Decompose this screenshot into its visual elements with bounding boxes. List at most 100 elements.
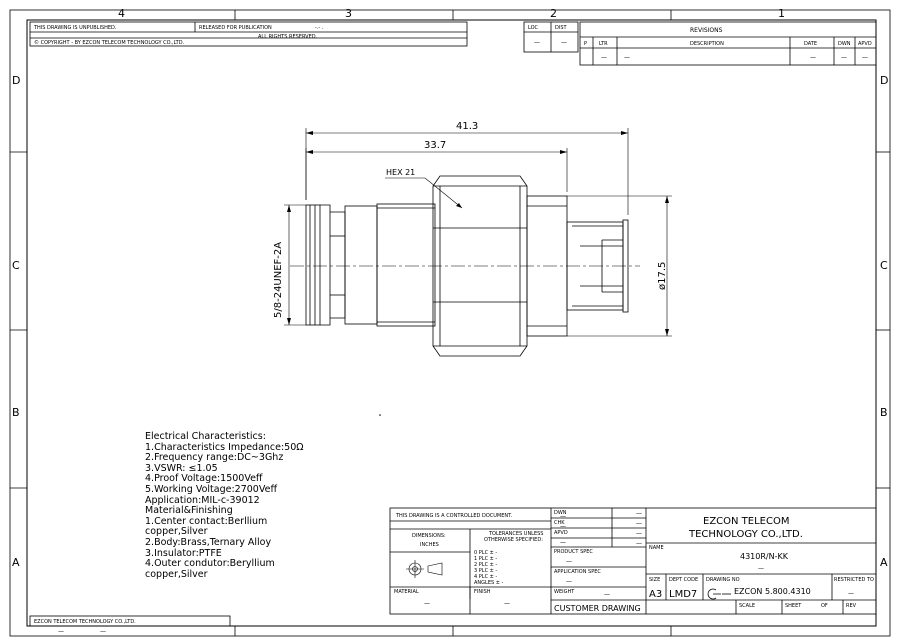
zone-label-right-d: D — [880, 74, 888, 87]
outer-border — [9, 9, 891, 637]
weight-value: — — [604, 591, 610, 598]
rev-col-ltr: LTR — [599, 41, 608, 47]
note-line: 2.Body:Brass,Ternary Alloy — [145, 536, 272, 548]
zone-label-right-c: C — [880, 259, 888, 272]
unpublished-text: THIS DRAWING IS UNPUBLISHED. — [33, 25, 117, 31]
product-spec-label: PRODUCT SPEC — [554, 549, 593, 555]
note-line: Material&Finishing — [145, 505, 233, 517]
dimension-body-text: 33.7 — [424, 140, 446, 151]
hex-leader — [385, 177, 463, 209]
finish-value: — — [504, 600, 510, 607]
apvd-label: APVD — [554, 530, 568, 536]
chk-label: CHK — [554, 520, 565, 526]
hex-label: HEX 21 — [386, 168, 415, 177]
dimension-overall-text: 41.3 — [456, 121, 478, 132]
zone-label-left-a: A — [12, 556, 20, 569]
footer-block — [29, 615, 231, 627]
dimension-thread — [284, 204, 306, 326]
note-line: 1.Center contact:Berllium — [145, 515, 268, 527]
revisions-title: REVISIONS — [690, 27, 723, 34]
note-line: Electrical Characteristics: — [145, 431, 266, 442]
footer-company: EZCON TELECOM TECHNOLOGY CO.,LTD. — [34, 619, 136, 625]
sheet-label: SHEET — [785, 603, 802, 609]
zone-label-right-a: A — [880, 556, 888, 569]
ezcon-logo-icon — [707, 588, 731, 600]
dimension-overall — [305, 128, 629, 215]
dept-code-label: DEPT CODE — [669, 577, 698, 583]
chk-date-value: — — [636, 520, 642, 527]
scale-label: SCALE — [739, 603, 755, 609]
zone-label-left-b: B — [12, 406, 20, 419]
tol-row-0: 0 PLC ± - — [474, 550, 497, 556]
customer-drawing-text: CUSTOMER DRAWING — [554, 604, 641, 613]
tol-row-angles: ANGLES ± - — [474, 580, 504, 586]
apvd-value: — — [560, 539, 566, 546]
zone-label-left-d: D — [12, 74, 20, 87]
released-value: -.- . — [315, 25, 324, 31]
note-line: copper,Silver — [145, 526, 208, 538]
note-line: 4.Proof Voltage:1500Veff — [145, 473, 263, 485]
drawing-no-label: DRAWING NO — [706, 577, 740, 583]
hex-leader-arrow — [456, 203, 462, 208]
size-value: A3 — [649, 589, 662, 600]
weight-label: WEIGHT — [554, 589, 575, 595]
dist-value: — — [561, 39, 567, 46]
rev-col-dwn: DWN — [838, 41, 851, 47]
rev-row-dwn: — — [841, 54, 847, 61]
zone-label-left-c: C — [12, 259, 20, 272]
released-text: RELEASED FOR PUBLICATION — [199, 25, 272, 31]
tol-row-2: 2 PLC ± - — [474, 562, 497, 568]
zone-label-right-b: B — [880, 406, 888, 419]
part-name: 4310R/N-KK — [740, 552, 789, 561]
rights-text: ALL RIGHTS RESERVED. — [258, 34, 318, 40]
dist-label: DIST — [555, 25, 567, 31]
material-value: — — [424, 600, 430, 607]
rev-row-ltr: — — [601, 54, 607, 61]
of-label: OF — [821, 603, 828, 609]
restricted-to-value: — — [848, 590, 854, 597]
product-spec-value: — — [566, 558, 572, 565]
company-name-line2: TECHNOLOGY CO.,LTD. — [688, 529, 803, 540]
dwn-date-value: — — [636, 510, 642, 517]
dwn-label: DWN — [554, 510, 567, 516]
tolerances-label-2: OTHERWISE SPECIFIED: — [484, 537, 543, 543]
zone-label-top-1: 1 — [778, 7, 785, 20]
footer-dash-2: — — [100, 628, 106, 635]
zone-label-top-3: 3 — [345, 7, 352, 20]
controlled-document-text: THIS DRAWING IS A CONTROLLED DOCUMENT. — [395, 513, 513, 519]
apvd-date-value-2: — — [636, 540, 642, 547]
projection-symbol-icon — [406, 560, 443, 578]
stray-dot — [379, 414, 381, 416]
note-line: copper,Silver — [145, 568, 208, 580]
rev-col-apvd: APVD — [858, 41, 872, 47]
zone-label-top-4: 4 — [118, 7, 125, 20]
finish-label: FINISH — [474, 589, 491, 595]
dept-code-value: LMD7 — [669, 589, 697, 600]
company-name-line1: EZCON TELECOM — [703, 516, 789, 527]
rev-label: REV — [846, 603, 857, 609]
chk-value: — — [560, 523, 566, 530]
inner-border — [26, 19, 877, 627]
note-line: 2.Frequency range:DC~3Ghz — [145, 452, 284, 464]
dimensions-unit: INCHES — [420, 542, 439, 548]
tol-row-1: 1 PLC ± - — [474, 556, 497, 562]
revisions-table — [579, 21, 877, 66]
material-label: MATERIAL — [394, 589, 419, 595]
tol-row-3: 3 PLC ± - — [474, 568, 497, 574]
loc-label: LOC — [528, 25, 539, 31]
drawing-no-value: EZCON 5.800.4310 — [734, 587, 811, 596]
dimension-body — [305, 148, 568, 200]
part-sub: — — [758, 565, 764, 572]
dimension-diameter — [567, 195, 672, 337]
title-block — [389, 507, 877, 615]
header-block — [29, 21, 468, 47]
rev-col-p: P — [584, 41, 587, 47]
rev-col-date: DATE — [804, 41, 817, 47]
restricted-to-label: RESTRICTED TO — [834, 577, 874, 583]
name-label: NAME — [649, 545, 664, 551]
dimension-diameter-text: ø17.5 — [657, 262, 668, 290]
loc-dist-block — [523, 21, 579, 53]
tol-row-4: 4 PLC ± - — [474, 574, 497, 580]
zone-label-top-2: 2 — [550, 7, 557, 20]
